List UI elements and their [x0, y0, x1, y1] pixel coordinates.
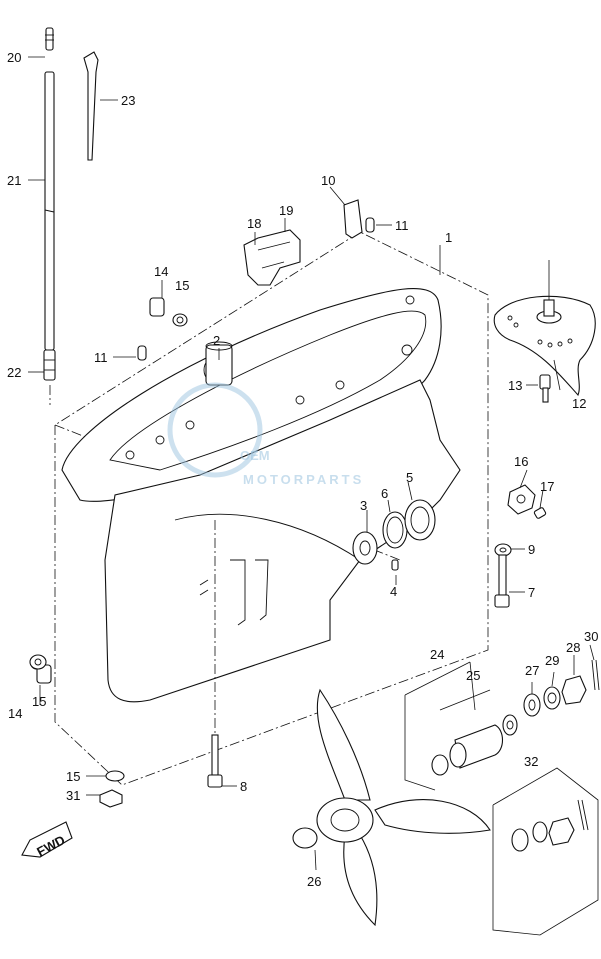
dowel-pin-11-left [137, 345, 147, 361]
callout-labels: 1 2 3 4 5 6 7 8 9 10 11 11 12 13 14 14 1… [7, 50, 598, 889]
callout-5: 5 [406, 470, 413, 485]
callout-9: 9 [528, 542, 535, 557]
propeller [292, 688, 491, 927]
callout-27: 27 [525, 663, 539, 678]
callout-3: 3 [360, 498, 367, 513]
prop-hardware [431, 659, 600, 776]
callout-11-left: 11 [94, 350, 108, 365]
bearing-group [352, 499, 436, 571]
callout-15-top: 15 [175, 278, 189, 293]
callout-23: 23 [121, 93, 135, 108]
guide-plate [243, 229, 301, 286]
callout-24: 24 [430, 647, 444, 662]
callout-17: 17 [540, 479, 554, 494]
shaft-coupling-22 [43, 349, 56, 381]
callout-8: 8 [240, 779, 247, 794]
tie-band [83, 51, 99, 161]
leader-lines [28, 56, 595, 871]
gasket-15-bottom [105, 770, 125, 782]
bolt-8 [211, 734, 219, 776]
drive-shaft-group [43, 27, 56, 405]
callout-4: 4 [390, 584, 397, 599]
dowel-pin-11-top [365, 217, 375, 233]
callout-14-top: 14 [154, 264, 168, 279]
callout-1: 1 [445, 230, 452, 245]
callout-16: 16 [514, 454, 528, 469]
callout-32: 32 [524, 754, 538, 769]
callout-28: 28 [566, 640, 580, 655]
callout-14-bottom: 14 [8, 706, 22, 721]
shim-10 [343, 199, 363, 239]
callout-15-side: 15 [32, 694, 46, 709]
callout-15-bottom: 15 [66, 769, 80, 784]
callout-7: 7 [528, 585, 535, 600]
washer-9 [494, 543, 512, 557]
watermark: OEM MOTORPARTS [167, 382, 364, 487]
callout-6: 6 [381, 486, 388, 501]
plug-31 [99, 789, 123, 808]
callout-22: 22 [7, 365, 21, 380]
watermark-brand: OEM [240, 448, 270, 463]
shaft-seal-20 [45, 27, 54, 51]
callout-11-top: 11 [395, 218, 409, 233]
callout-21: 21 [7, 173, 21, 188]
callout-18: 18 [247, 216, 261, 231]
callout-20: 20 [7, 50, 21, 65]
anode [507, 484, 547, 519]
callout-2: 2 [213, 333, 220, 348]
gear-case [61, 288, 461, 703]
callout-25: 25 [466, 668, 480, 683]
watermark-subtitle: MOTORPARTS [243, 472, 364, 487]
callout-31: 31 [66, 788, 80, 803]
oil-plug-lower [29, 654, 52, 684]
oil-plug-upper [149, 297, 188, 327]
callout-13: 13 [508, 378, 522, 393]
callout-29: 29 [545, 653, 559, 668]
callout-26: 26 [307, 874, 321, 889]
callout-10: 10 [321, 173, 335, 188]
callout-30: 30 [584, 629, 598, 644]
bolt-7 [498, 554, 507, 596]
trim-tab [493, 260, 596, 403]
fwd-arrow: FWD [21, 821, 73, 859]
callout-19: 19 [279, 203, 293, 218]
kit-box-25 [404, 695, 436, 791]
callout-12: 12 [572, 396, 586, 411]
kit-box-32 [492, 767, 599, 936]
